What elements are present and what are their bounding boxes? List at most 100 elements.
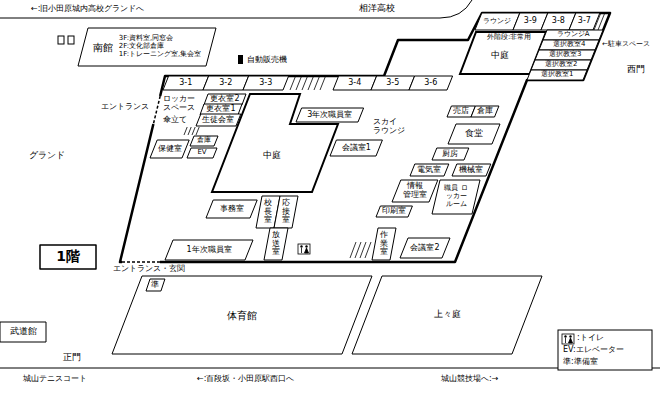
room-text-group: 3-3: [259, 79, 272, 88]
room-text-group: 準: [151, 281, 159, 290]
legend-row: EV:エレベーター: [562, 345, 625, 354]
room-box: 印刷室: [376, 206, 412, 217]
room-content: 生徒会室: [196, 114, 241, 126]
room-label: 会議室1: [342, 144, 371, 153]
label-anchor: ←駐車スペース: [601, 40, 651, 48]
room-box: 選択教室1: [527, 70, 587, 80]
room-box: 倉庫: [190, 136, 218, 146]
room-label: 放送室: [272, 231, 280, 257]
room-text-group: 情報 管理室: [402, 182, 428, 200]
room-box: 生徒会室: [196, 114, 241, 126]
entrance-door: [153, 96, 160, 124]
room-outline-shape: [543, 30, 603, 40]
room-outline-shape: [296, 108, 364, 122]
room-label: 選択教室1: [541, 71, 573, 79]
map-label: ←:百段坂・小田原駅西口へ: [196, 374, 295, 383]
room-label: 倉庫: [197, 137, 211, 145]
label-anchor: スカイ ラウンジ: [372, 117, 408, 135]
room-content: 選択教室4: [539, 40, 599, 50]
room-outline-shape: [264, 228, 288, 260]
room-label: 南館: [93, 42, 113, 53]
room-label: 3-2: [219, 79, 232, 88]
room-box: 更衣室2: [204, 94, 246, 105]
map-label: 傘立て: [162, 115, 188, 124]
room-outline-shape: [569, 13, 600, 30]
legend-row: :トイレ: [576, 333, 605, 342]
room-text-group: 1年次職員室: [186, 246, 231, 255]
map-label: グランド: [28, 150, 66, 160]
legend-text: EV:エレベーター: [562, 345, 625, 354]
room-outline-shape: [163, 76, 209, 90]
room-box: 食堂: [448, 124, 500, 144]
room-outline-shape: [376, 206, 412, 217]
room-text-group: 3-8: [552, 17, 565, 26]
room-text-group: EV: [197, 149, 206, 157]
room-outline-shape: [330, 140, 382, 156]
toilet-symbol: [298, 244, 310, 254]
room-label: 1年次職員室: [186, 246, 231, 255]
room-box: 選択教室3: [535, 50, 595, 60]
room-box: 放送室: [264, 228, 288, 260]
label-anchor: グランド: [28, 150, 66, 160]
room-box: 3-4: [333, 76, 377, 90]
room-text-group: 南館 3F:資料室,同窓会2F:文化部倉庫1F:トレーニング室,集会室: [93, 35, 202, 58]
legend-text: 準:準備室: [562, 357, 599, 366]
room-box: 電気室: [410, 164, 449, 176]
building-box: 武道館: [0, 322, 46, 342]
map-label: 中庭: [262, 150, 282, 160]
room-box: 売店: [447, 106, 475, 117]
room-content: 3-1: [163, 76, 209, 90]
room-outline-shape: [372, 228, 396, 260]
room-box: 会議室1: [330, 140, 382, 156]
note-column: 3F:資料室,同窓会2F:文化部倉庫1F:トレーニング室,集会室: [119, 35, 202, 58]
room-label: 1F:トレーニング室,集会室: [119, 51, 202, 59]
room-outline-shape: [146, 279, 165, 291]
room-outline-shape: [150, 140, 189, 158]
door-symbol: [58, 36, 64, 44]
label-anchor: 城山テニスコート: [22, 374, 88, 383]
room-label: 売店: [453, 107, 469, 116]
room-outline-shape: [452, 164, 491, 176]
stairs-symbol: [290, 76, 326, 90]
room-text-group: 事務室: [220, 205, 244, 214]
room-label: ラウンジ: [483, 18, 511, 26]
room-label: 上々庭: [434, 310, 461, 320]
room-box: 倉庫: [471, 106, 499, 117]
room-box: 3-3: [243, 76, 289, 90]
room-outline-shape: [531, 60, 591, 70]
room-text-group: 選択教室1: [541, 71, 573, 79]
room-outline-shape: [204, 94, 246, 105]
room-outline-shape: [371, 76, 415, 90]
room-label: 2F:文化部倉庫: [119, 43, 164, 51]
room-box: EV: [187, 148, 217, 158]
map-label: 中庭: [490, 50, 510, 60]
room-text-group: 上々庭: [434, 310, 461, 320]
room-label: 3-9: [524, 17, 537, 26]
room-box: 3-5: [371, 76, 415, 90]
room-content: 3-7: [569, 13, 600, 30]
room-box: 3-6: [409, 76, 453, 90]
room-text-group: 選択教室2: [545, 61, 577, 69]
room-content: 食堂: [448, 124, 500, 144]
room-text-group: 機械室: [459, 166, 483, 175]
label-anchor: エントランス: [100, 102, 150, 111]
room-label: 生徒会室: [202, 116, 234, 125]
room-label: 3-1: [179, 79, 192, 88]
room-label: 武道館: [10, 327, 37, 337]
room-label: EV: [197, 149, 206, 157]
room-text-group: 作業室: [380, 231, 388, 257]
room-content: 会議室1: [330, 140, 382, 156]
room-box: 会議室2: [400, 238, 450, 258]
room-label: 食堂: [465, 129, 483, 139]
map-label: 自動販売機: [246, 55, 288, 64]
toilet-symbol: [562, 334, 574, 344]
room-content: 武道館: [0, 322, 46, 342]
room-box: 選択教室4: [539, 40, 599, 50]
room-label: 機械室: [459, 166, 483, 175]
room-box: ラウンジA: [543, 30, 603, 40]
room-content: 職員 ロッカー ルーム: [432, 180, 480, 214]
room-content: ラウンジ: [475, 13, 520, 30]
label-anchor: 正門: [62, 352, 82, 362]
room-text-group: 選択教室3: [549, 51, 581, 59]
